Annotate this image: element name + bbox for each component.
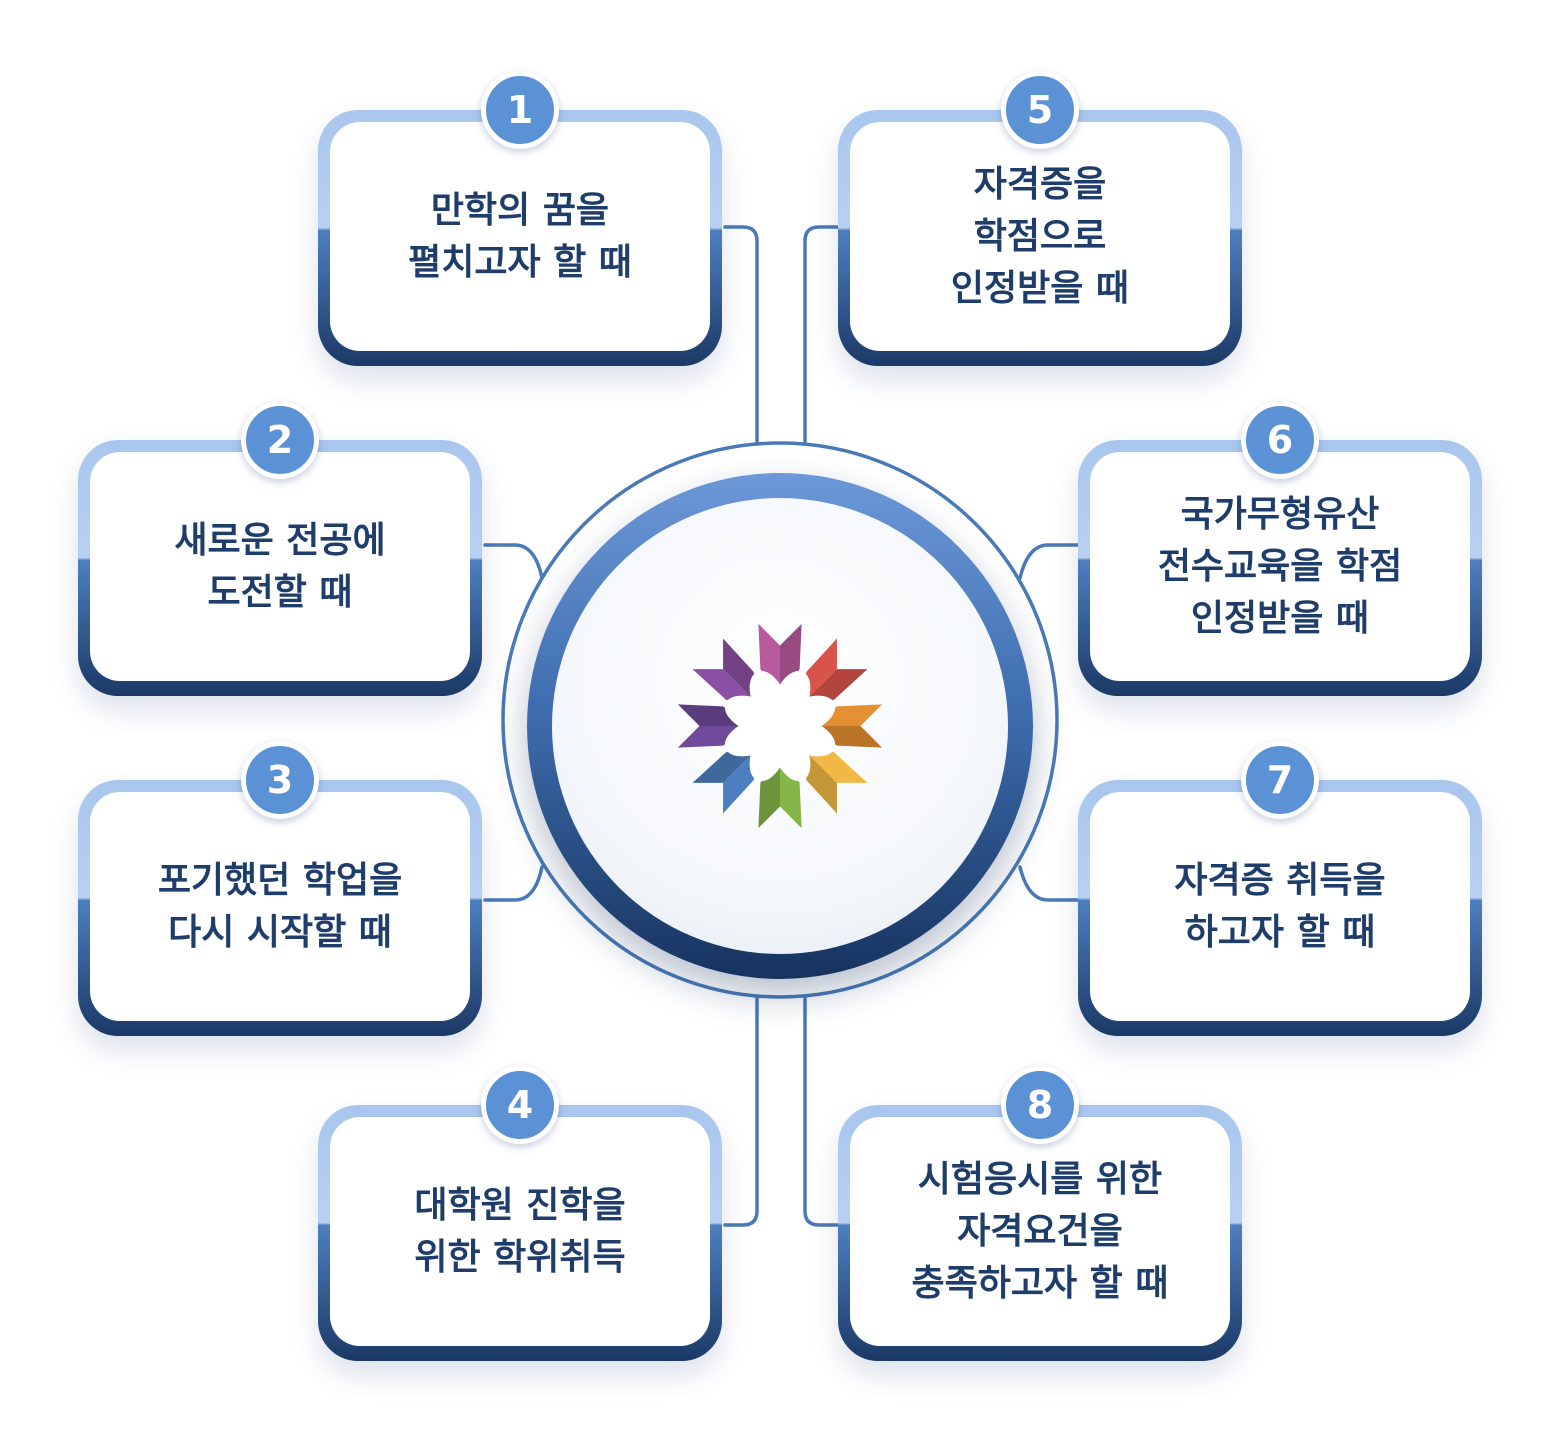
card-6: 국가무형유산 전수교육을 학점 인정받을 때 bbox=[1078, 440, 1482, 696]
card-2-number-badge: 2 bbox=[241, 401, 319, 479]
card-2-text: 새로운 전공에 도전할 때 bbox=[174, 519, 386, 613]
connector-3 bbox=[483, 865, 544, 902]
card-1: 만학의 꿈을 펼치고자 할 때 bbox=[318, 110, 722, 366]
card-5-body: 자격증을 학점으로 인정받을 때 bbox=[850, 122, 1230, 351]
card-4: 대학원 진학을 위한 학위취득 bbox=[318, 1105, 722, 1361]
card-6-number-badge: 6 bbox=[1241, 401, 1319, 479]
card-5-text: 자격증을 학점으로 인정받을 때 bbox=[950, 163, 1130, 309]
card-4-number-badge: 4 bbox=[481, 1066, 559, 1144]
card-8-text: 시험응시를 위한 자격요건을 충족하고자 할 때 bbox=[911, 1158, 1169, 1304]
connector-8 bbox=[803, 995, 842, 1227]
card-1-body: 만학의 꿈을 펼치고자 할 때 bbox=[330, 122, 710, 351]
card-8-number-badge: 8 bbox=[1001, 1066, 1079, 1144]
card-3-body: 포기했던 학업을 다시 시작할 때 bbox=[90, 792, 470, 1021]
center-hub-face bbox=[552, 498, 1008, 954]
card-8-body: 시험응시를 위한 자격요건을 충족하고자 할 때 bbox=[850, 1117, 1230, 1346]
connector-1 bbox=[723, 225, 759, 446]
card-4-body: 대학원 진학을 위한 학위취득 bbox=[330, 1117, 710, 1346]
card-3-text: 포기했던 학업을 다시 시작할 때 bbox=[157, 859, 403, 953]
card-3-number-badge: 3 bbox=[241, 741, 319, 819]
card-5: 자격증을 학점으로 인정받을 때 bbox=[838, 110, 1242, 366]
connector-6 bbox=[1018, 543, 1080, 580]
card-6-text: 국가무형유산 전수교육을 학점 인정받을 때 bbox=[1157, 493, 1403, 639]
card-3: 포기했던 학업을 다시 시작할 때 bbox=[78, 780, 482, 1036]
connector-4 bbox=[723, 995, 759, 1227]
hub-outer-ring-line bbox=[501, 441, 1059, 999]
logo-center bbox=[746, 692, 814, 760]
connector-5 bbox=[803, 225, 842, 446]
center-hub bbox=[527, 473, 1033, 979]
connector-7 bbox=[1018, 865, 1080, 902]
card-7: 자격증 취득을 하고자 할 때 bbox=[1078, 780, 1482, 1036]
card-2: 새로운 전공에 도전할 때 bbox=[78, 440, 482, 696]
card-1-text: 만학의 꿈을 펼치고자 할 때 bbox=[408, 189, 632, 283]
card-7-text: 자격증 취득을 하고자 할 때 bbox=[1174, 859, 1386, 953]
card-2-body: 새로운 전공에 도전할 때 bbox=[90, 452, 470, 681]
card-6-body: 국가무형유산 전수교육을 학점 인정받을 때 bbox=[1090, 452, 1470, 681]
card-1-number-badge: 1 bbox=[481, 71, 559, 149]
card-7-body: 자격증 취득을 하고자 할 때 bbox=[1090, 792, 1470, 1021]
card-4-text: 대학원 진학을 위한 학위취득 bbox=[414, 1184, 626, 1278]
flower-logo-icon bbox=[677, 623, 883, 829]
card-7-number-badge: 7 bbox=[1241, 741, 1319, 819]
card-8: 시험응시를 위한 자격요건을 충족하고자 할 때 bbox=[838, 1105, 1242, 1361]
card-5-number-badge: 5 bbox=[1001, 71, 1079, 149]
connector-2 bbox=[483, 543, 544, 580]
